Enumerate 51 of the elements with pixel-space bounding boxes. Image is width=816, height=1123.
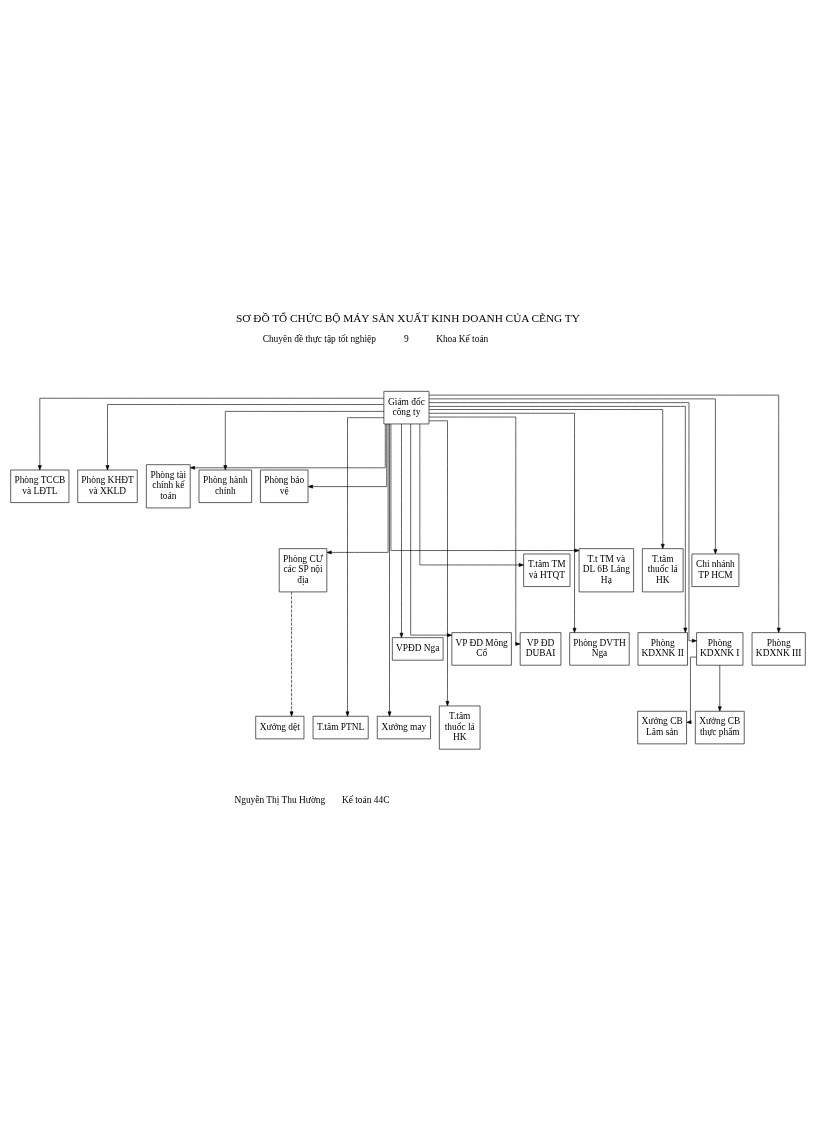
label: Chuyên đề thực tập tốt nghiệp <box>262 333 376 344</box>
arrow <box>428 394 781 633</box>
node-box: Phòng CƯ các SP nội địa <box>278 548 328 593</box>
arrow <box>428 409 665 549</box>
node-box: Xưởng CB thực phẩm <box>695 710 745 745</box>
arrow <box>419 423 524 567</box>
node-box: VPĐD Nga <box>392 637 444 661</box>
label: Kế toán 44C <box>341 795 390 806</box>
diagram-title: SƠ ĐỒ TỔ CHỨC BỘ MÁY SẢN XUẤT KINH DOANH CỦA CẼNG TY <box>236 312 580 325</box>
node-box: Phòng KDXNK II <box>637 632 688 666</box>
arrow <box>105 404 385 471</box>
arrow <box>428 412 577 633</box>
node-box: Xưởng may <box>376 715 431 740</box>
node-box: T.tâm thuốc lá HK <box>642 548 684 593</box>
node-box: Phòng bảo vệ <box>260 469 309 503</box>
arrow <box>390 423 580 553</box>
node-box: Xưởng dệt <box>255 715 305 740</box>
arrow <box>307 423 387 489</box>
node-box: Xưởng CB Lâm sản <box>637 710 687 745</box>
node-box: VP ĐD DUBAI <box>519 632 562 666</box>
arrow <box>717 664 722 712</box>
arrow <box>37 397 385 471</box>
arrow <box>387 423 392 717</box>
arrow <box>428 398 718 555</box>
node-box: Giám đốc công ty <box>383 391 430 425</box>
arrow <box>223 411 385 471</box>
arrow <box>189 423 386 470</box>
label: Nguyễn Thị Thu Hường <box>234 795 326 806</box>
arrow <box>410 423 453 637</box>
node-box: Phòng hành chính <box>198 469 252 503</box>
arrow <box>399 423 404 638</box>
node-box: Phòng KDXNK III <box>751 632 806 666</box>
node-box: Phòng KHĐT và XKLD <box>77 469 138 503</box>
node-box: T.tâm thuốc lá HK <box>439 705 481 750</box>
node-box: Phòng KDXNK I <box>696 632 744 666</box>
label: Khoa Kế toán <box>436 333 489 344</box>
arrow <box>428 416 521 646</box>
node-box: Phòng tài chính kế toán <box>146 464 191 509</box>
node-box: T.tâm PTNL <box>312 715 369 740</box>
node-box: Phòng TCCB và LĐTL <box>10 469 70 503</box>
arrow <box>686 656 697 725</box>
node-box: T.tâm TM và HTQT <box>523 553 571 587</box>
node-box: Phòng DVTH Nga <box>569 632 630 666</box>
node-box: VP ĐD Mông Cổ <box>451 632 512 666</box>
arrow <box>345 417 385 717</box>
arrow <box>289 591 294 717</box>
arrow <box>326 423 389 555</box>
node-box: Chi nhánh TP HCM <box>691 553 740 587</box>
arrow <box>428 420 450 707</box>
node-box: T.t TM và DL 6B Láng Hạ <box>578 548 634 593</box>
label: 9 <box>404 333 409 344</box>
